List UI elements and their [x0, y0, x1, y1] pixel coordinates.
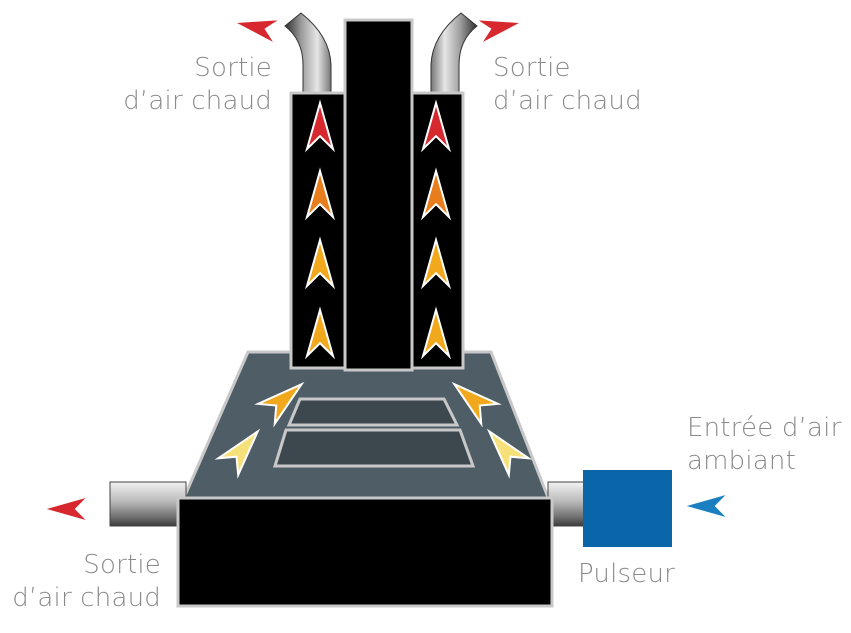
exhaust-pipe-right	[430, 12, 478, 95]
burner-slot-upper	[286, 397, 460, 427]
column-arrow-left-3-icon	[305, 236, 335, 290]
blower-box	[583, 470, 672, 547]
column-arrow-left-1-icon	[305, 99, 335, 153]
column-arrow-left-2-icon	[305, 167, 335, 221]
label-ambient-air-inlet: Entrée d’air ambiant	[687, 413, 842, 476]
outlet-arrow-top-left-icon	[229, 17, 285, 48]
central-chimney	[343, 18, 414, 372]
tray-arrow-right-upper-icon	[451, 381, 502, 428]
tray-arrow-right-lower-icon	[486, 428, 533, 479]
label-blower: Pulseur	[578, 559, 676, 589]
side-pipe-right	[547, 481, 587, 527]
airflow-arrows	[39, 17, 733, 524]
tray-arrow-left-upper-icon	[254, 381, 305, 428]
column-arrow-right-3-icon	[421, 236, 451, 290]
label-hot-air-outlet-top-right: Sortie d’air chaud	[493, 53, 642, 116]
label-hot-air-outlet-top-left: Sortie d’air chaud	[123, 53, 272, 116]
column-arrow-left-4-icon	[305, 306, 335, 360]
outlet-arrow-top-right-icon	[471, 17, 527, 48]
exhaust-pipe-left	[284, 12, 332, 95]
side-pipe-left	[109, 481, 187, 527]
outlet-arrow-bottom-left-icon	[39, 494, 93, 524]
heater-body	[176, 496, 554, 608]
inlet-arrow-icon	[679, 491, 733, 521]
burner-slot-lower	[272, 428, 476, 468]
column-arrow-right-4-icon	[421, 306, 451, 360]
label-hot-air-outlet-bottom-left: Sortie d’air chaud	[12, 550, 161, 613]
tray-arrow-left-lower-icon	[214, 428, 261, 479]
column-arrow-right-2-icon	[421, 167, 451, 221]
column-arrow-right-1-icon	[421, 99, 451, 153]
